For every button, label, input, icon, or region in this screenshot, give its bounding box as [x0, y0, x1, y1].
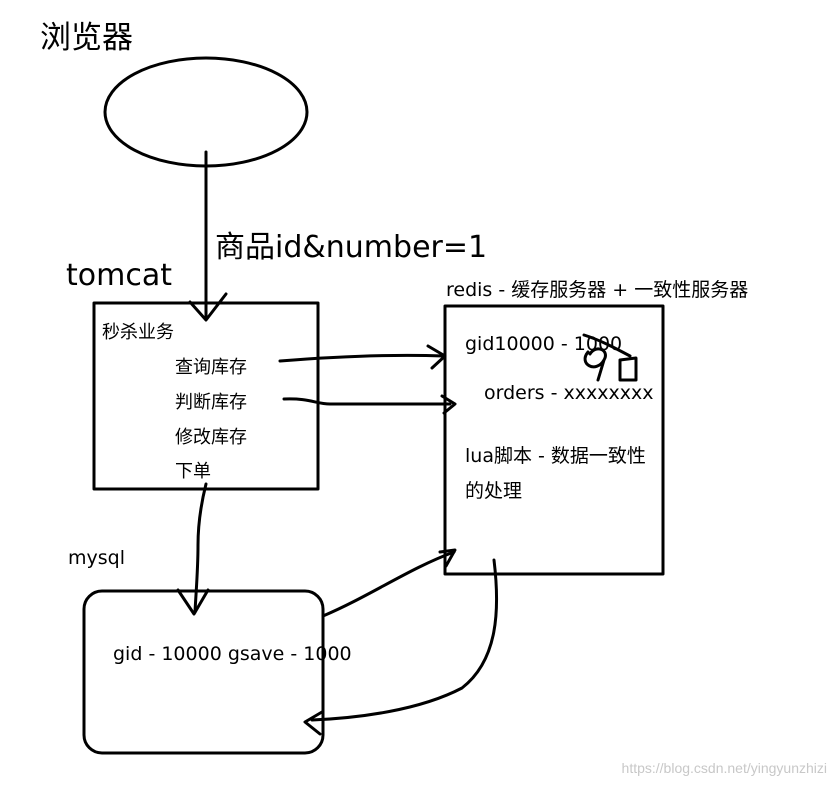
query-to-redis-arrow: [278, 353, 446, 363]
order-to-mysql-arrowhead: [176, 588, 210, 616]
redis-orders-entry: orders - xxxxxxxx: [484, 382, 654, 404]
browser-to-tomcat-arrowhead: [188, 292, 228, 322]
check-to-redis-arrowhead: [440, 394, 457, 415]
browser-ellipse: [103, 56, 309, 168]
redis-lua-line2: 的处理: [465, 480, 523, 502]
check-to-redis-arrow: [282, 397, 452, 406]
watermark: https://blog.csdn.net/yingyunzhizi: [621, 760, 827, 776]
stock-strikethrough: [582, 333, 632, 358]
redis-stock-entry: gid10000 - 1000: [465, 333, 623, 355]
mysql-to-redis-arrow: [321, 550, 456, 618]
browser-label: 浏览器: [40, 20, 133, 56]
tomcat-label: tomcat: [66, 258, 172, 293]
service-title: 秒杀业务: [102, 322, 174, 343]
step-query-stock: 查询库存: [175, 357, 247, 378]
handwritten-stock-digit-0: [618, 356, 638, 382]
query-to-redis-arrowhead: [426, 344, 447, 370]
step-update-stock: 修改库存: [175, 427, 247, 448]
handwritten-stock-digit-9: [583, 347, 607, 382]
step-place-order: 下单: [175, 461, 211, 482]
mysql-box: [82, 589, 325, 755]
redis-to-mysql-arrow: [310, 558, 499, 722]
request-param-label: 商品id&number=1: [215, 230, 488, 265]
mysql-label: mysql: [68, 547, 125, 569]
redis-box: [443, 304, 665, 576]
redis-title: redis - 缓存服务器 + 一致性服务器: [446, 279, 749, 301]
order-to-mysql-arrow: [193, 482, 208, 614]
step-check-stock: 判断库存: [175, 392, 247, 413]
redis-lua-line1: lua脚本 - 数据一致性: [465, 445, 646, 467]
mysql-row: gid - 10000 gsave - 1000: [113, 643, 352, 665]
redis-to-mysql-arrowhead: [303, 710, 324, 736]
mysql-to-redis-arrowhead: [438, 548, 457, 568]
